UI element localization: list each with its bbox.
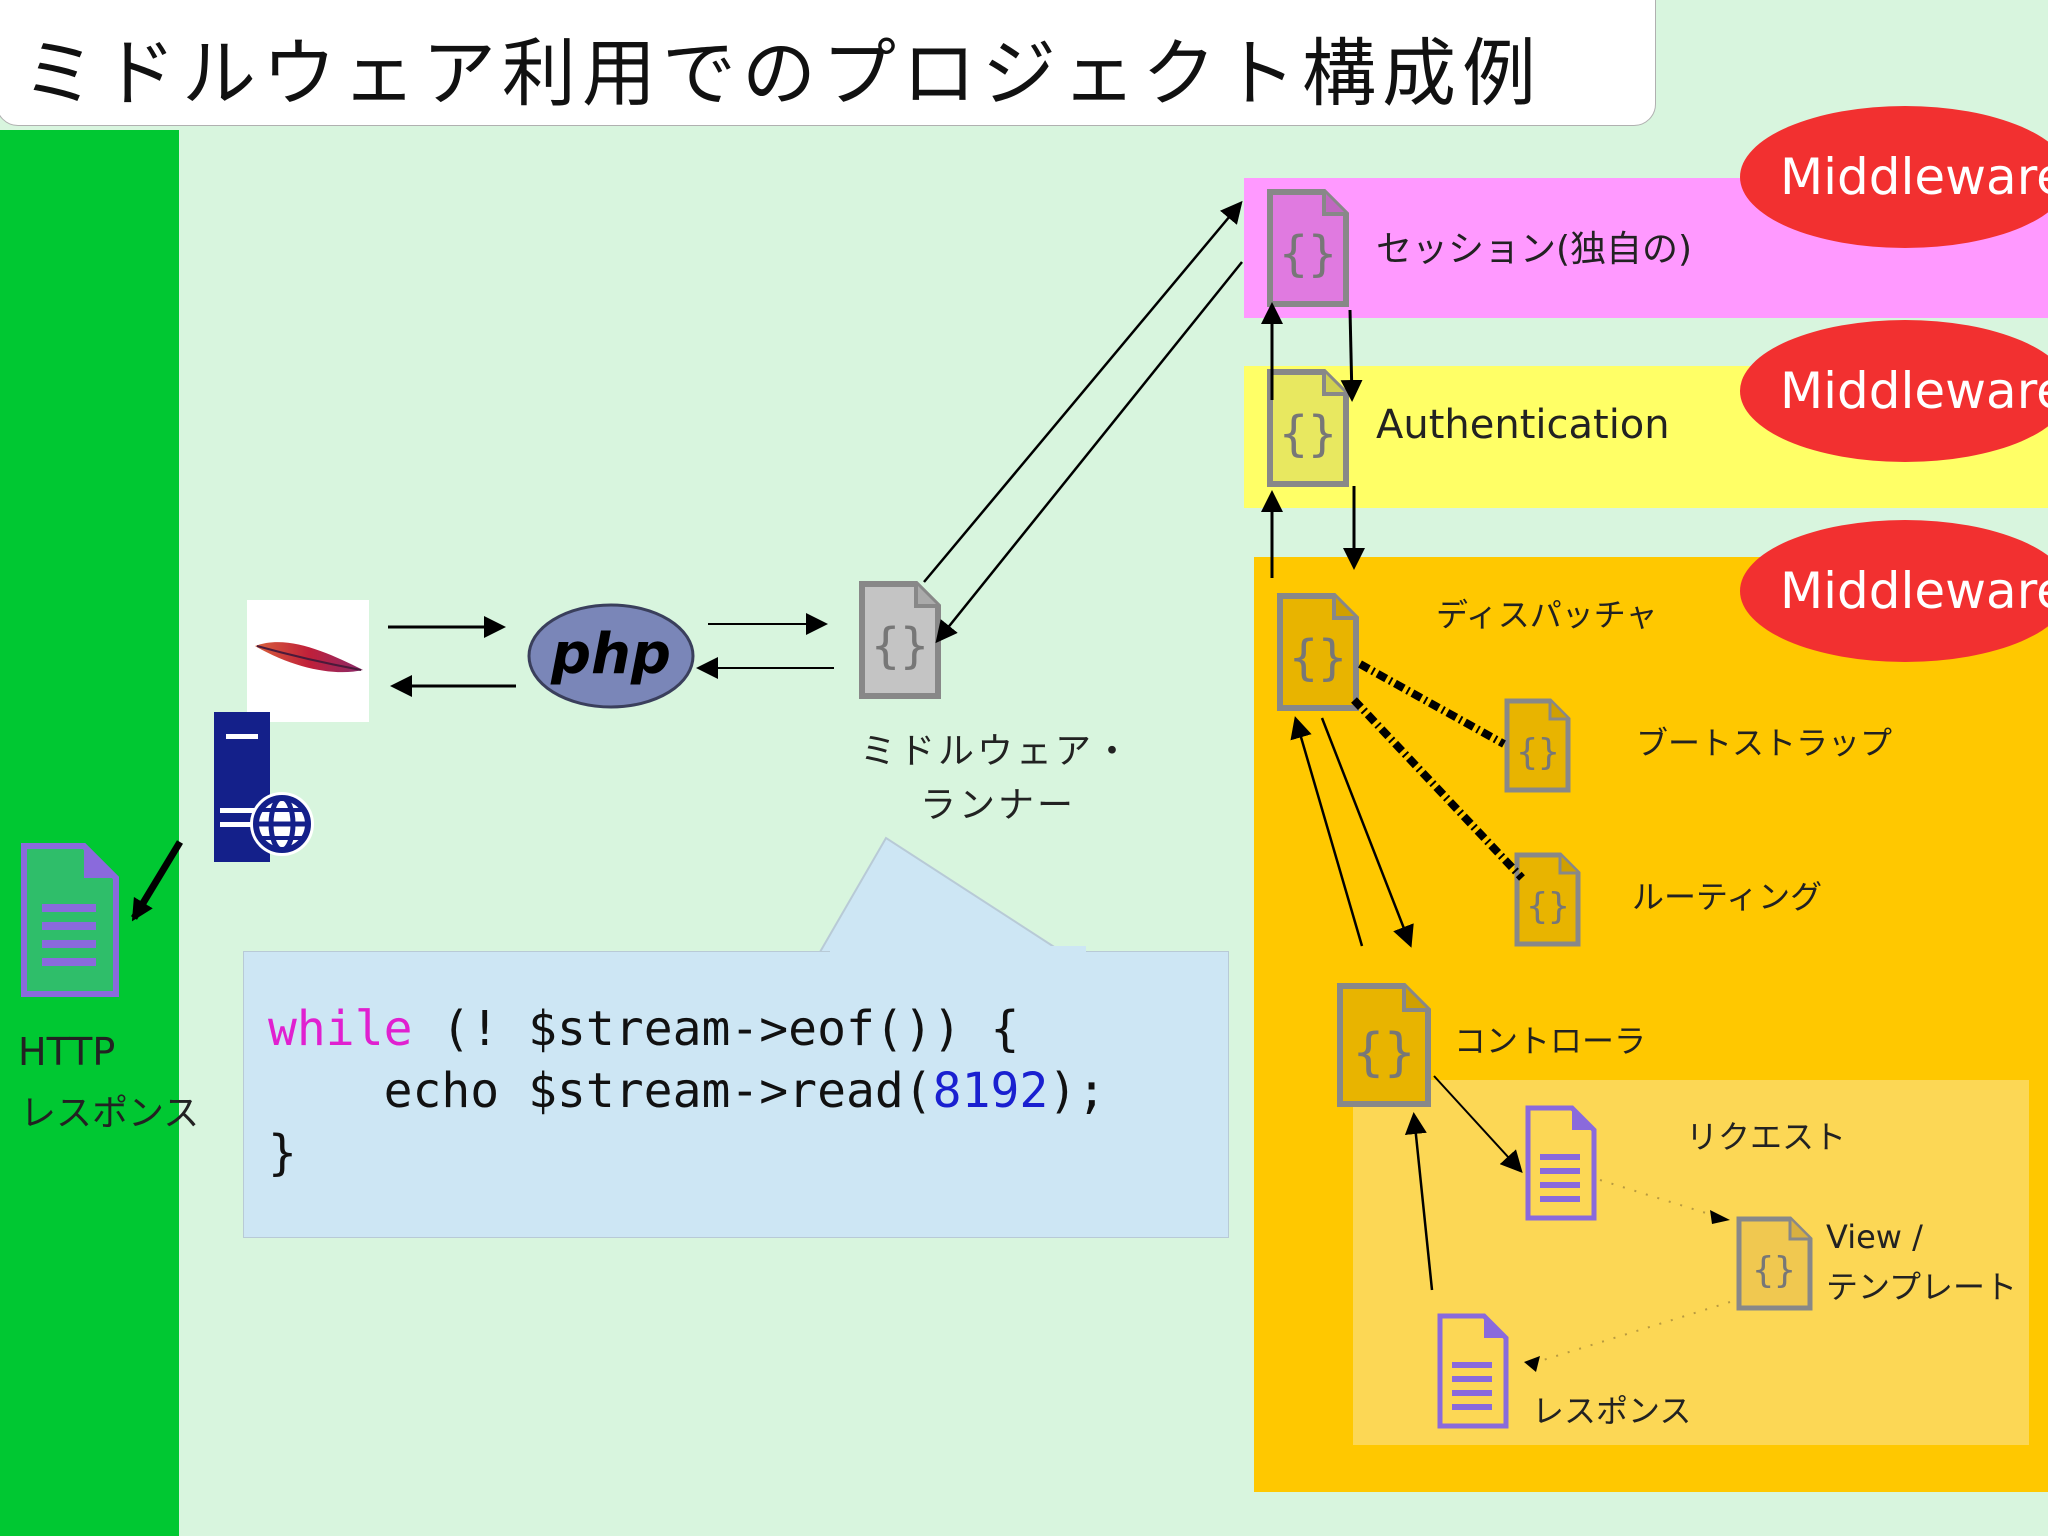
web-server-icon — [214, 712, 314, 862]
runner-label-line2: ランナー — [920, 785, 1077, 826]
auth-file-icon: {} — [1267, 369, 1349, 487]
arrow-response-to-controller — [1404, 1112, 1434, 1291]
middleware-badge-dispatcher: Middleware — [1740, 520, 2048, 662]
middleware-runner-file-icon: {} — [859, 581, 941, 699]
runner-label-line1: ミドルウェア・ — [860, 731, 1134, 772]
middleware-badge-session: Middleware — [1740, 106, 2048, 248]
arrow-session-to-runner — [935, 261, 1243, 644]
link-request-to-view — [1599, 1179, 1723, 1219]
apache-logo — [247, 600, 369, 722]
svg-text:{}: {} — [1526, 886, 1569, 927]
arrow-runner-to-session — [923, 200, 1243, 583]
svg-text:{}: {} — [1752, 1250, 1795, 1291]
code-line3: } — [268, 1125, 297, 1181]
apache-feather-icon — [255, 642, 363, 673]
svg-text:{}: {} — [1279, 226, 1337, 282]
code-snippet: while (! $stream->eof()) { echo $stream-… — [268, 998, 1106, 1184]
http-response-label-line2: レスポンス — [20, 1093, 200, 1134]
code-box — [243, 951, 1229, 1238]
controller-label: コントローラ — [1454, 1022, 1647, 1060]
routing-label: ルーティング — [1632, 878, 1823, 916]
svg-text:{}: {} — [1516, 732, 1559, 773]
arrow-session-to-auth — [1340, 309, 1363, 402]
session-file-icon: {} — [1267, 189, 1349, 307]
http-response-document-icon — [21, 843, 119, 997]
code-line2-post: ); — [1048, 1063, 1107, 1119]
controller-file-icon: {} — [1337, 983, 1431, 1107]
code-bubble-joint — [830, 946, 1086, 956]
code-line1-rest: (! $stream->eof()) { — [412, 1001, 1020, 1057]
response-label: レスポンス — [1532, 1392, 1692, 1430]
link-dispatcher-bootstrap — [1358, 660, 1506, 748]
code-number: 8192 — [932, 1063, 1049, 1119]
bootstrap-file-icon: {} — [1504, 698, 1571, 793]
view-label-line1: View / — [1826, 1218, 1923, 1256]
link-view-to-response — [1523, 1301, 1731, 1367]
svg-text:{}: {} — [1353, 1023, 1416, 1083]
left-strip — [0, 130, 179, 1536]
svg-text:{}: {} — [871, 618, 929, 674]
routing-file-icon: {} — [1514, 852, 1581, 947]
dispatcher-file-icon: {} — [1277, 593, 1359, 711]
title-box — [0, 0, 1656, 126]
php-logo: php — [527, 603, 695, 709]
response-document-icon — [1437, 1313, 1509, 1429]
middleware-badge-auth: Middleware — [1740, 320, 2048, 462]
view-template-file-icon: {} — [1736, 1216, 1813, 1311]
svg-text:{}: {} — [1289, 630, 1347, 686]
http-response-label-line1: HTTP — [18, 1030, 116, 1074]
request-document-icon — [1525, 1105, 1597, 1221]
code-line2-pre: echo $stream->read( — [268, 1063, 933, 1119]
session-label: セッション(独自の) — [1376, 229, 1693, 270]
arrow-dispatcher-to-controller — [1320, 717, 1414, 948]
auth-label: Authentication — [1376, 402, 1670, 448]
page-title: ミドルウェア利用でのプロジェクト構成例 — [22, 31, 1542, 117]
arrow-controller-to-request — [1433, 1075, 1523, 1173]
request-label: リクエスト — [1686, 1118, 1847, 1156]
php-logo-text: php — [550, 622, 671, 687]
view-label-line2: テンプレート — [1826, 1268, 2018, 1306]
arrow-server-to-http-response — [131, 840, 183, 922]
code-keyword-while: while — [268, 1001, 413, 1057]
dispatcher-label: ディスパッチャ — [1436, 596, 1658, 634]
bootstrap-label: ブートストラップ — [1636, 724, 1893, 762]
arrow-controller-to-dispatcher — [1290, 716, 1364, 947]
svg-text:{}: {} — [1279, 406, 1337, 462]
link-dispatcher-routing — [1351, 697, 1525, 881]
